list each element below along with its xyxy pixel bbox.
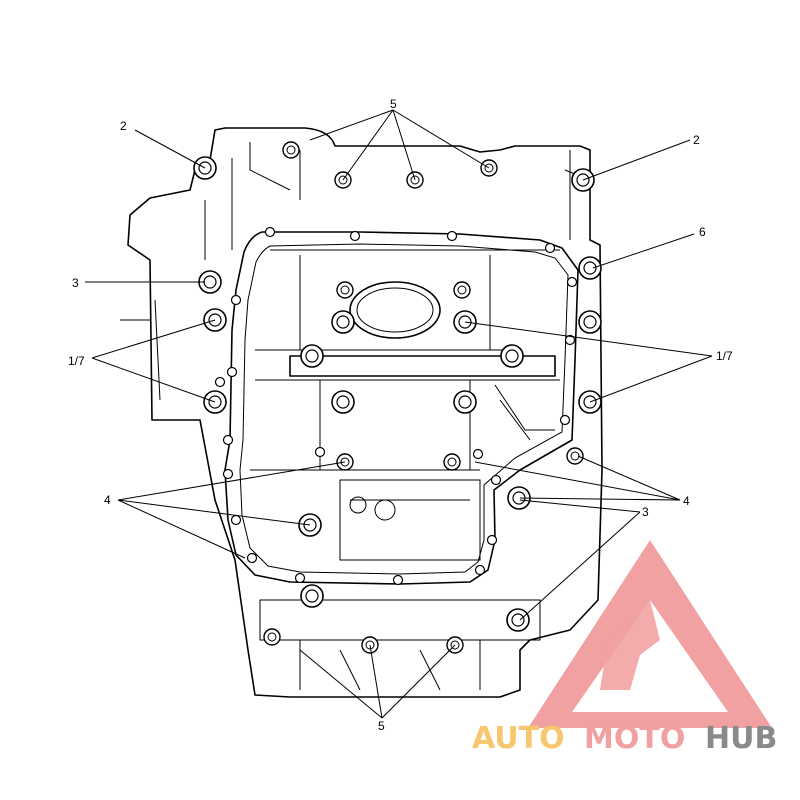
- watermark-auto: AUTO: [472, 721, 565, 756]
- bolt-center: [458, 395, 472, 409]
- flange-hole: [230, 514, 242, 526]
- flange-hole: [490, 474, 502, 486]
- bolt-center: [305, 589, 319, 603]
- callout-1-7-right: 1/7: [716, 349, 733, 363]
- bolt-center: [570, 451, 580, 461]
- callout-labels: 5 2 2 6 3 1/7 1/7 4 4 3 5: [68, 97, 733, 733]
- flange-hole: [314, 446, 326, 458]
- bolt-center: [505, 349, 519, 363]
- flange-hole: [559, 414, 571, 426]
- flange-hole: [294, 572, 306, 584]
- flange-hole: [222, 434, 234, 446]
- callout-5-bottom: 5: [378, 719, 385, 733]
- flange-hole: [214, 376, 226, 388]
- callout-2-right: 2: [693, 133, 700, 147]
- bolt-center: [336, 395, 350, 409]
- leader-lines: [85, 109, 713, 719]
- flange-hole: [564, 334, 576, 346]
- callout-3-right: 3: [642, 505, 649, 519]
- bolt-center: [457, 285, 467, 295]
- watermark-moto: MOTO: [584, 721, 685, 756]
- callout-1-7-left: 1/7: [68, 354, 85, 368]
- bolt-group: [193, 141, 602, 654]
- bolt-center: [511, 613, 525, 627]
- flange-hole: [264, 226, 276, 238]
- bolt-center: [305, 349, 319, 363]
- bolt-center: [583, 315, 597, 329]
- bolt-center: [583, 261, 597, 275]
- watermark-hub: HUB: [705, 721, 777, 756]
- callout-5-top: 5: [390, 97, 397, 111]
- callout-2-left: 2: [120, 119, 127, 133]
- flange-hole: [446, 230, 458, 242]
- bolt-center: [203, 275, 217, 289]
- bolt-center: [286, 145, 296, 155]
- gasket-flange: [224, 231, 579, 585]
- flange-hole: [230, 294, 242, 306]
- callout-4-right: 4: [683, 494, 690, 508]
- crankcase-outline: [120, 127, 603, 698]
- watermark: AUTO MOTO HUB: [472, 540, 777, 756]
- flange-hole: [566, 276, 578, 288]
- callout-3-left: 3: [72, 276, 79, 290]
- flange-hole: [226, 366, 238, 378]
- flange-hole: [486, 534, 498, 546]
- flange-hole: [472, 448, 484, 460]
- callout-4-left: 4: [104, 493, 111, 507]
- callout-6: 6: [699, 225, 706, 239]
- bolt-center: [447, 457, 457, 467]
- flange-hole: [222, 468, 234, 480]
- flange-hole: [474, 564, 486, 576]
- bolt-center: [336, 315, 350, 329]
- bolt-center: [267, 632, 277, 642]
- flange-hole: [349, 230, 361, 242]
- automotohub-logo: [528, 540, 772, 728]
- flange-hole: [392, 574, 404, 586]
- bolt-center: [340, 285, 350, 295]
- flange-hole: [544, 242, 556, 254]
- flange-hole: [246, 552, 258, 564]
